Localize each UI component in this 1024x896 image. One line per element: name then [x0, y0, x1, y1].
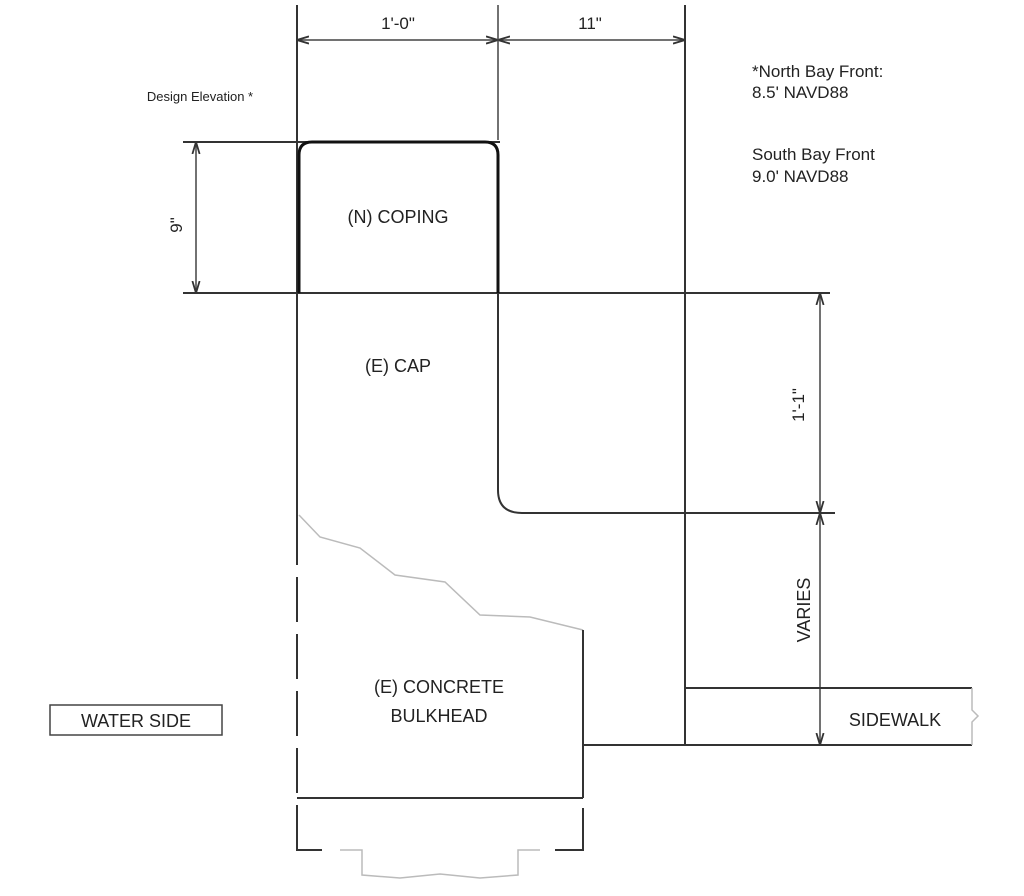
south-bay-note-value: 9.0' NAVD88 — [752, 167, 848, 186]
coping-height-dimension: 9" — [167, 217, 186, 233]
top-dimension: 1'-0" 11" — [297, 14, 685, 40]
footing-bracket — [296, 808, 584, 851]
cap-outline — [497, 293, 835, 514]
coping-label: (N) COPING — [348, 207, 449, 227]
coping-outline — [297, 140, 500, 293]
bulkhead-label-line2: BULKHEAD — [390, 706, 487, 726]
design-elevation-label: Design Elevation * — [147, 89, 253, 104]
north-bay-note-value: 8.5' NAVD88 — [752, 83, 848, 102]
coping-width-dimension: 1'-0" — [381, 14, 415, 33]
cap-height-dimension: 1'-1" — [789, 388, 808, 422]
water-side-label: WATER SIDE — [81, 711, 191, 731]
bulkhead-label-line1: (E) CONCRETE — [374, 677, 504, 697]
footing-break — [340, 849, 540, 879]
north-bay-note-title: *North Bay Front: — [752, 62, 883, 81]
bulkhead-break-line — [298, 514, 584, 631]
cap-offset-dimension: 11" — [578, 14, 602, 33]
south-bay-note-title: South Bay Front — [752, 145, 875, 164]
water-side-box — [49, 704, 223, 736]
varies-dimension: VARIES — [794, 578, 814, 643]
sidewalk-label: SIDEWALK — [849, 710, 941, 730]
sidewalk-break — [971, 688, 980, 745]
cap-label: (E) CAP — [365, 356, 431, 376]
